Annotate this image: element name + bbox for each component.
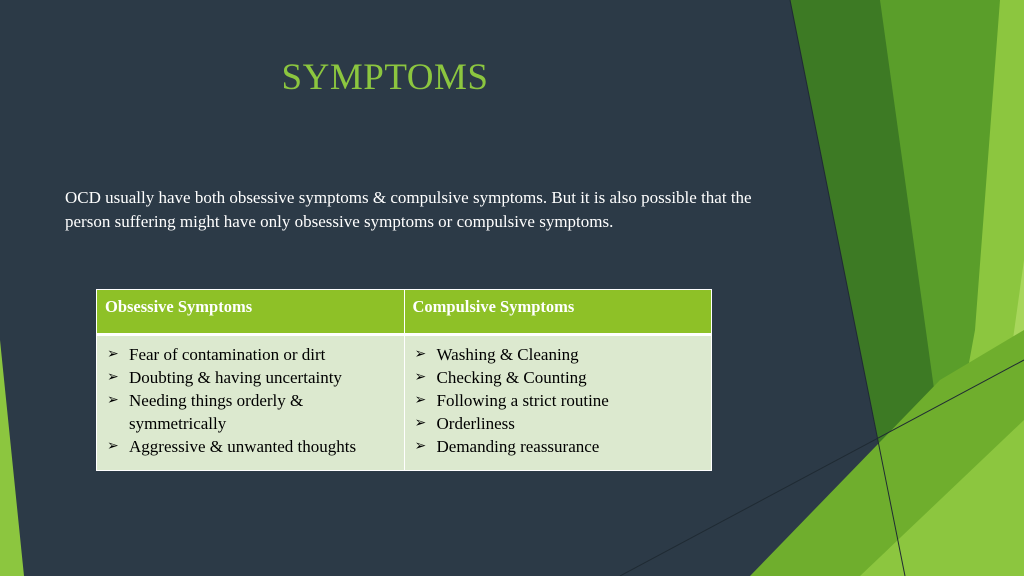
intro-paragraph: OCD usually have both obsessive symptoms…	[65, 188, 752, 231]
arrowhead-bullet-icon: ➢	[107, 439, 119, 454]
obsessive-cell: ➢Fear of contamination or dirt ➢Doubting…	[96, 333, 405, 471]
list-item: ➢Checking & Counting	[414, 368, 587, 387]
compulsive-list: ➢Washing & Cleaning ➢Checking & Counting…	[413, 343, 704, 458]
compulsive-cell: ➢Washing & Cleaning ➢Checking & Counting…	[403, 333, 712, 471]
arrowhead-bullet-icon: ➢	[107, 370, 119, 385]
header-compulsive: Compulsive Symptoms	[403, 289, 712, 335]
left-green-sliver	[0, 340, 24, 576]
arrowhead-bullet-icon: ➢	[414, 347, 427, 362]
list-item: ➢Orderliness	[414, 414, 515, 433]
arrowhead-bullet-icon: ➢	[414, 370, 427, 385]
arrowhead-bullet-icon: ➢	[107, 347, 119, 362]
thin-accent-line-2	[619, 359, 1024, 576]
bottom-right-bright-wedge	[860, 420, 1024, 576]
symptoms-table: Obsessive Symptoms Compulsive Symptoms ➢…	[96, 289, 712, 471]
arrowhead-bullet-icon: ➢	[414, 416, 427, 431]
list-item: ➢Following a strict routine	[414, 391, 609, 410]
list-item: ➢Needing things orderly & symmetrically	[107, 391, 304, 433]
list-item: ➢Doubting & having uncertainty	[107, 368, 342, 387]
slide-title: SYMPTOMS	[281, 57, 489, 98]
header-obsessive: Obsessive Symptoms	[96, 289, 405, 335]
arrowhead-bullet-icon: ➢	[414, 439, 427, 454]
obsessive-list: ➢Fear of contamination or dirt ➢Doubting…	[105, 343, 396, 458]
list-item: ➢Fear of contamination or dirt	[107, 345, 326, 364]
table-row: ➢Fear of contamination or dirt ➢Doubting…	[96, 333, 712, 471]
list-item: ➢Demanding reassurance	[414, 437, 600, 456]
list-item: ➢Washing & Cleaning	[414, 345, 579, 364]
thin-accent-line-1	[789, 0, 906, 576]
table-header-row: Obsessive Symptoms Compulsive Symptoms	[96, 289, 712, 335]
arrowhead-bullet-icon: ➢	[414, 393, 427, 408]
arrowhead-bullet-icon: ➢	[107, 393, 119, 408]
list-item: ➢Aggressive & unwanted thoughts	[107, 437, 357, 456]
